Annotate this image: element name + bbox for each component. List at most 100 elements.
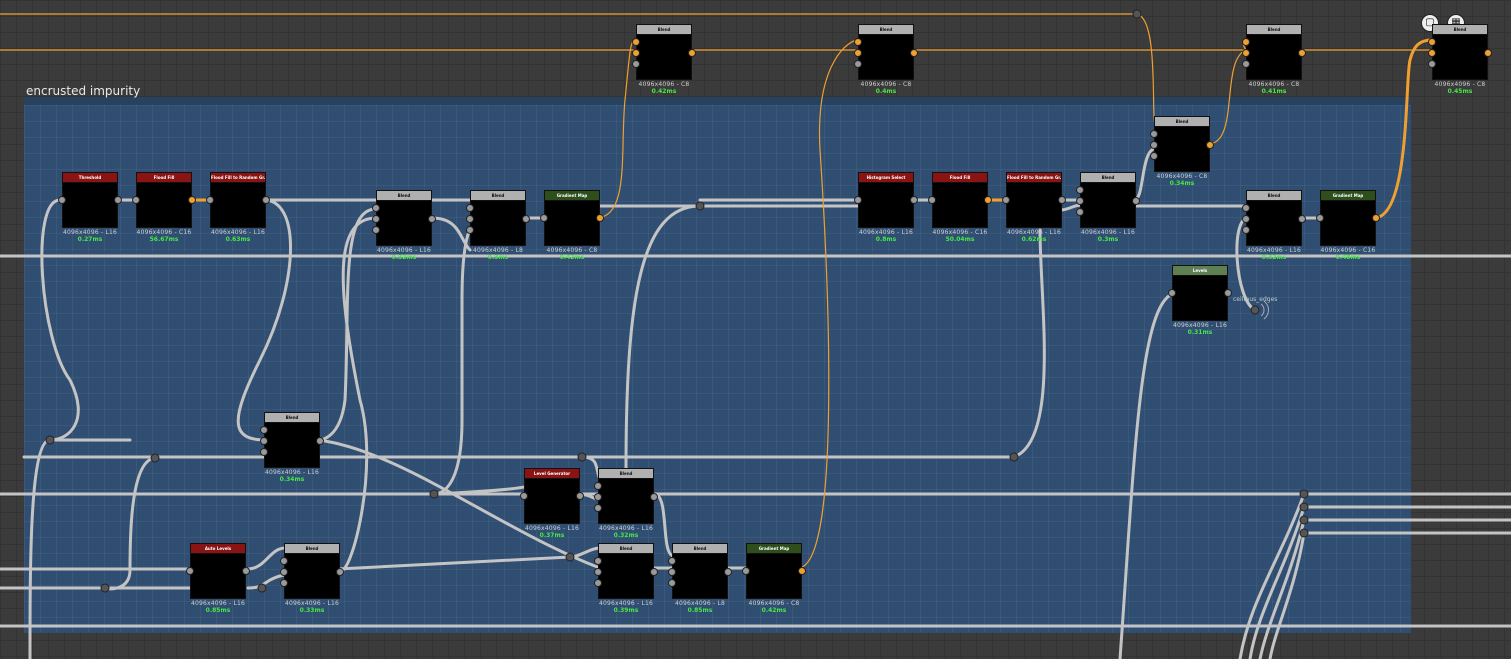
output-port[interactable] — [596, 214, 604, 222]
output-port[interactable] — [984, 196, 992, 204]
input-port[interactable] — [1428, 49, 1436, 57]
input-port[interactable] — [1428, 60, 1436, 68]
output-port[interactable] — [428, 215, 436, 223]
input-port[interactable] — [594, 482, 602, 490]
input-port[interactable] — [132, 196, 140, 204]
input-port[interactable] — [1242, 204, 1250, 212]
output-port[interactable] — [188, 196, 196, 204]
input-port[interactable] — [668, 579, 676, 587]
input-port[interactable] — [1076, 208, 1084, 216]
output-port[interactable] — [1224, 289, 1232, 297]
input-port[interactable] — [466, 226, 474, 234]
output-port[interactable] — [114, 196, 122, 204]
input-port[interactable] — [540, 214, 548, 222]
input-port[interactable] — [854, 38, 862, 46]
input-port[interactable] — [372, 226, 380, 234]
output-port[interactable] — [1298, 49, 1306, 57]
input-port[interactable] — [58, 196, 66, 204]
output-port[interactable] — [688, 49, 696, 57]
input-port[interactable] — [1150, 130, 1158, 138]
input-port[interactable] — [594, 579, 602, 587]
output-port[interactable] — [910, 49, 918, 57]
input-port[interactable] — [742, 567, 750, 575]
input-port[interactable] — [854, 196, 862, 204]
output-port[interactable] — [316, 437, 324, 445]
node-flood-fill-random[interactable]: Flood Fill to Random Gr...4096x4096 - L1… — [206, 172, 270, 243]
input-port[interactable] — [854, 60, 862, 68]
output-port[interactable] — [650, 568, 658, 576]
input-port[interactable] — [1150, 152, 1158, 160]
input-port[interactable] — [260, 426, 268, 434]
input-port[interactable] — [260, 437, 268, 445]
input-port[interactable] — [594, 504, 602, 512]
input-port[interactable] — [1428, 38, 1436, 46]
input-port[interactable] — [594, 493, 602, 501]
input-port[interactable] — [1242, 49, 1250, 57]
input-port[interactable] — [632, 49, 640, 57]
input-port[interactable] — [854, 49, 862, 57]
input-port[interactable] — [1242, 226, 1250, 234]
input-port[interactable] — [928, 196, 936, 204]
input-port[interactable] — [280, 557, 288, 565]
input-port[interactable] — [668, 568, 676, 576]
input-port[interactable] — [260, 448, 268, 456]
output-port[interactable] — [724, 568, 732, 576]
input-port[interactable] — [632, 38, 640, 46]
output-port[interactable] — [650, 493, 658, 501]
input-port[interactable] — [1002, 196, 1010, 204]
output-port[interactable] — [1058, 196, 1066, 204]
input-port[interactable] — [668, 557, 676, 565]
input-port[interactable] — [1168, 289, 1176, 297]
input-port[interactable] — [1150, 141, 1158, 149]
output-port[interactable] — [522, 215, 530, 223]
output-port[interactable] — [576, 492, 584, 500]
input-port[interactable] — [372, 204, 380, 212]
input-port[interactable] — [186, 567, 194, 575]
input-port[interactable] — [466, 215, 474, 223]
output-port[interactable] — [910, 196, 918, 204]
input-port[interactable] — [1242, 215, 1250, 223]
input-port[interactable] — [1076, 197, 1084, 205]
input-port[interactable] — [280, 568, 288, 576]
output-port[interactable] — [1484, 49, 1492, 57]
output-port[interactable] — [1298, 215, 1306, 223]
output-port[interactable] — [336, 568, 344, 576]
input-port[interactable] — [1242, 38, 1250, 46]
output-port[interactable] — [242, 567, 250, 575]
input-port[interactable] — [594, 568, 602, 576]
input-port[interactable] — [466, 204, 474, 212]
output-port[interactable] — [1206, 141, 1214, 149]
output-port[interactable] — [798, 567, 806, 575]
input-port[interactable] — [280, 579, 288, 587]
node-flood-fill-random-2[interactable]: Flood Fill to Random Gr...4096x4096 - L1… — [1002, 172, 1066, 243]
output-port[interactable] — [262, 196, 270, 204]
output-port[interactable] — [1132, 197, 1140, 205]
input-port[interactable] — [1076, 186, 1084, 194]
input-port[interactable] — [206, 196, 214, 204]
input-port[interactable] — [632, 60, 640, 68]
